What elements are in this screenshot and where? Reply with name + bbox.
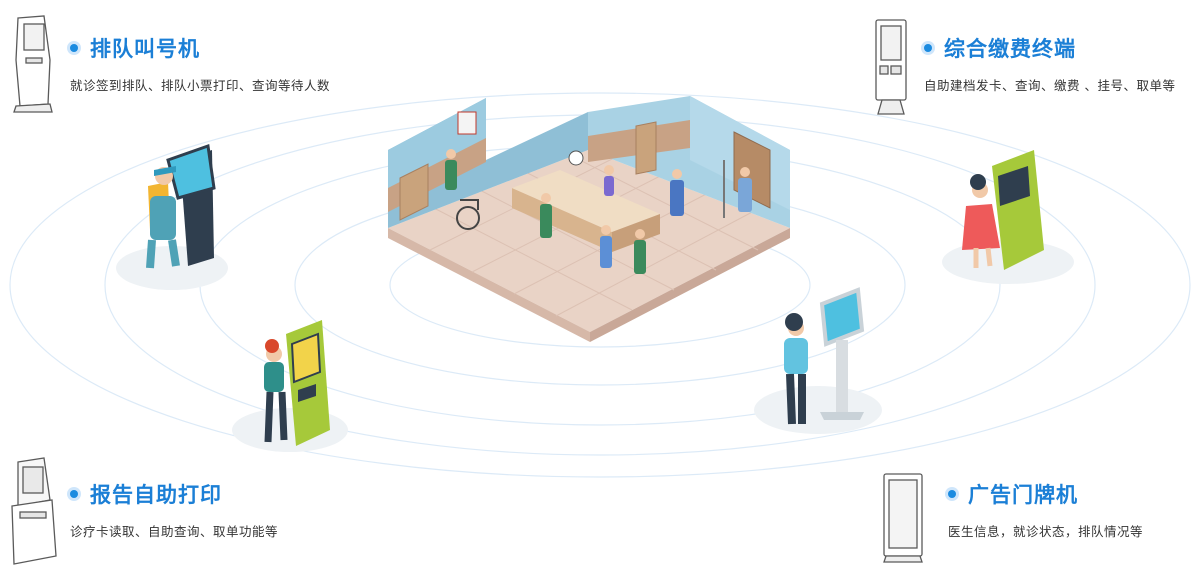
signage-icon bbox=[883, 473, 923, 563]
feature-description: 医生信息，就诊状态，排队情况等 bbox=[948, 524, 1144, 539]
feature-description: 自助建档发卡、查询、缴费 、挂号、取单等 bbox=[924, 78, 1176, 93]
bullet-dot-icon bbox=[948, 490, 956, 498]
patient-at-self-service-kiosk bbox=[754, 287, 882, 434]
feature-description: 诊疗卡读取、自助查询、取单功能等 bbox=[70, 524, 279, 539]
feature-title: 排队叫号机 bbox=[90, 37, 200, 61]
feature-title: 综合缴费终端 bbox=[944, 37, 1076, 61]
queue-kiosk-icon bbox=[13, 15, 53, 113]
patient-at-report-printer bbox=[232, 320, 348, 452]
feature-payment: 综合缴费终端 自助建档发卡、查询、缴费 、挂号、取单等 bbox=[924, 33, 1175, 94]
report-printer-icon bbox=[11, 457, 57, 565]
patient-at-queue-kiosk bbox=[116, 143, 228, 290]
patient-at-payment-kiosk bbox=[942, 150, 1074, 284]
payment-kiosk-icon bbox=[875, 19, 907, 115]
hospital-lobby-scene bbox=[388, 96, 790, 342]
feature-title: 报告自助打印 bbox=[90, 483, 222, 507]
feature-description: 就诊签到排队、排队小票打印、查询等待人数 bbox=[70, 78, 331, 93]
feature-title: 广告门牌机 bbox=[968, 483, 1078, 507]
feature-queue: 排队叫号机 就诊签到排队、排队小票打印、查询等待人数 bbox=[70, 33, 330, 94]
bullet-dot-icon bbox=[70, 44, 78, 52]
bullet-dot-icon bbox=[70, 490, 78, 498]
feature-report: 报告自助打印 诊疗卡读取、自助查询、取单功能等 bbox=[70, 479, 278, 540]
bullet-dot-icon bbox=[924, 44, 932, 52]
feature-signage: 广告门牌机 医生信息，就诊状态，排队情况等 bbox=[948, 479, 1143, 540]
